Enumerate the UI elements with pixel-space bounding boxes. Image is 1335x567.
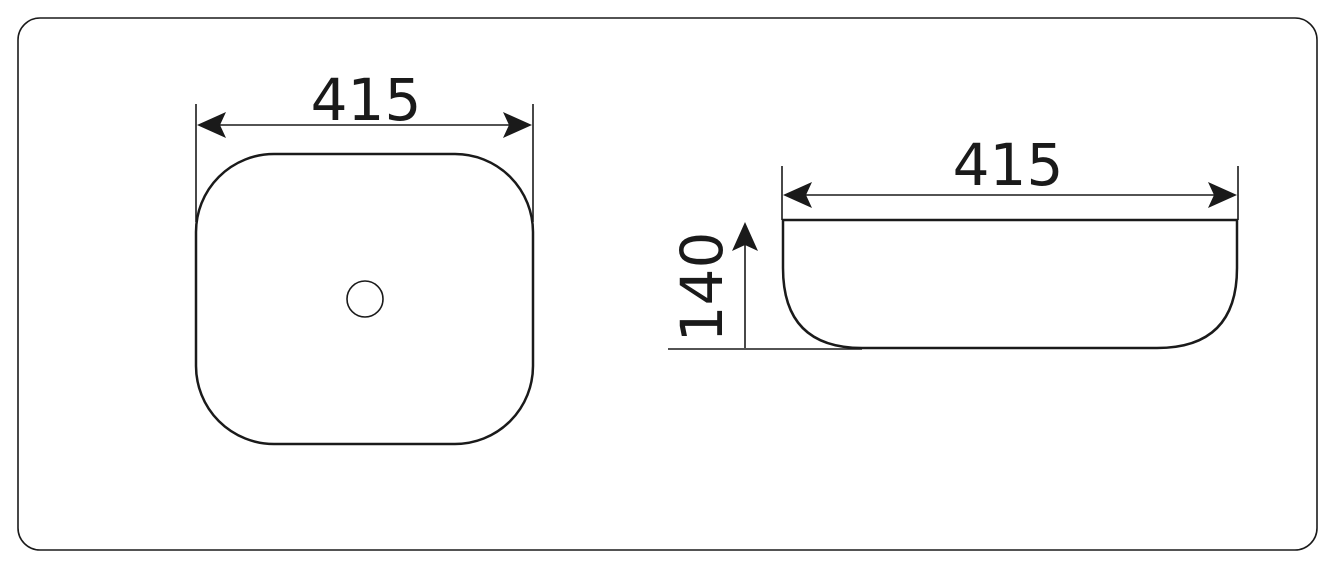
side-view: 415 140: [668, 131, 1239, 350]
top-view-basin-outline: [194, 152, 535, 446]
side-view-basin-outline: [781, 218, 1239, 350]
side-view-arrow-right: [1208, 182, 1237, 208]
side-view-width-label: 415: [953, 131, 1064, 199]
top-view-width-label: 415: [311, 66, 422, 134]
side-view-arrow-up: [732, 222, 758, 251]
side-view-height-label: 140: [668, 232, 736, 343]
top-view-arrow-left: [197, 112, 226, 138]
top-view: 415: [194, 66, 535, 446]
drawing-frame: [17, 17, 1318, 551]
side-view-arrow-left: [783, 182, 812, 208]
drain-hole: [346, 280, 384, 318]
top-view-arrow-right: [503, 112, 532, 138]
